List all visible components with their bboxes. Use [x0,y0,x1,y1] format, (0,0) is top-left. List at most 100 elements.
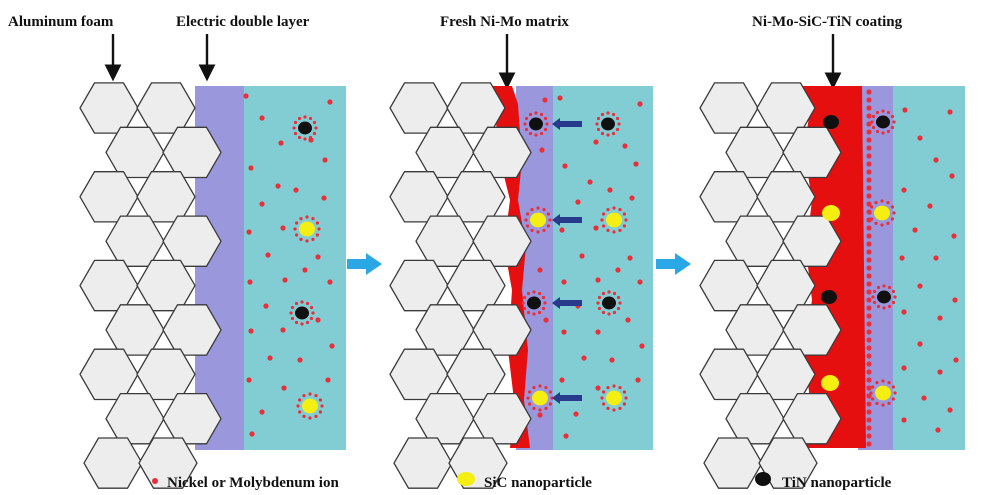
adsorbed-ion [874,221,878,225]
ion-dot [866,177,872,183]
foam-cell [446,259,506,312]
ion-dot [259,201,265,207]
adsorbed-ion [541,306,546,311]
adsorbed-ion [890,205,895,209]
ion-dot [243,93,249,99]
sic-deposited-core [530,212,546,228]
foam-cell [699,82,759,134]
electrolyte [553,86,653,450]
ion-dot [917,341,923,347]
adsorbed-ion [618,386,622,390]
adsorbed-ion [526,396,530,400]
adsorbed-ion [530,208,534,212]
panel-matrix-growth [389,82,653,489]
adsorbed-ion [308,392,312,396]
ion-dot [637,101,643,107]
adsorbed-ion [611,131,616,136]
ion-dot [246,377,252,383]
adsorbed-ion [543,301,547,305]
legend-tin-marker [755,472,771,486]
ni-mo-sic-tin-coating [788,86,866,448]
ion-dot [866,417,872,423]
tin-deposited [523,111,549,137]
adsorbed-ion [597,306,602,311]
foam-cell [389,171,449,223]
adsorbed-ion [875,381,879,385]
ion-dot [607,187,613,193]
adsorbed-ion [548,402,553,406]
adsorbed-ion [870,120,874,124]
adsorbed-ion [295,233,299,237]
ion-dot [866,185,872,191]
foam-cell [703,437,763,489]
adsorbed-ion [309,305,314,310]
foam-cell [725,304,785,356]
adsorbed-ion [311,237,315,241]
ion-dot [248,328,254,334]
ion-dot [899,255,905,261]
ion-dot [561,279,567,285]
adsorbed-ion [532,386,536,390]
ion-dot [629,195,635,201]
ion-dot [293,187,299,193]
label-aluminum-foam: Aluminum foam [8,14,114,30]
ion-dot [866,345,872,351]
ion-dot [595,329,601,335]
adsorbed-ion [532,290,536,294]
adsorbed-ion [880,199,884,203]
adsorbed-ion [616,295,621,300]
foam-cell [79,171,139,223]
adsorbed-ion [612,291,617,296]
adsorbed-ion [524,127,529,132]
foam-cell [756,171,816,223]
adsorbed-ion [295,221,299,225]
ion-dot [259,409,265,415]
adsorbed-ion [546,224,551,228]
ion-dot [609,357,615,363]
adsorbed-ion [536,230,540,234]
ion-dot [315,254,321,260]
adsorbed-ion [290,316,295,321]
adsorbed-ion [881,131,885,135]
adsorbed-ion [298,410,302,414]
adsorbed-ion [293,120,298,125]
adsorbed-ion [312,131,317,136]
adsorbed-ion [314,126,318,130]
foam-cell [472,304,532,356]
adsorbed-ion [597,295,602,300]
foam-cell [79,82,139,134]
tin-nanoparticle-core [298,121,312,135]
ion-dot [866,137,872,143]
ion-dot [259,115,265,121]
adsorbed-ion [545,122,549,126]
adsorbed-ion [886,201,890,205]
ion-dot [559,227,565,233]
adsorbed-ion [521,301,525,305]
foam-cell [136,82,196,134]
adsorbed-ion [524,218,528,222]
adsorbed-ion [618,228,622,232]
adsorbed-ion [887,381,891,385]
ion-dot [866,353,872,359]
ion-dot [947,109,953,115]
adsorbed-ion [618,406,622,410]
adsorbed-ion [314,394,318,398]
adsorbed-ion [296,404,300,408]
adsorbed-ion [315,221,319,225]
legend-ion-marker [152,478,158,484]
adsorbed-ion [602,212,606,216]
adsorbed-ion [874,201,878,205]
adsorbed-ion [606,133,610,137]
ion-dot [329,343,335,349]
adsorbed-ion [891,385,896,389]
ion-dot [595,385,601,391]
sic-nanoparticle [600,206,628,234]
adsorbed-ion [617,122,621,126]
adsorbed-ion [544,386,548,390]
migration-arrow-head [552,118,560,130]
ion-dot [557,95,563,101]
adsorbed-ion [881,109,885,113]
adsorbed-ion [542,228,546,232]
ion-dot [281,385,287,391]
ion-dot [917,283,923,289]
